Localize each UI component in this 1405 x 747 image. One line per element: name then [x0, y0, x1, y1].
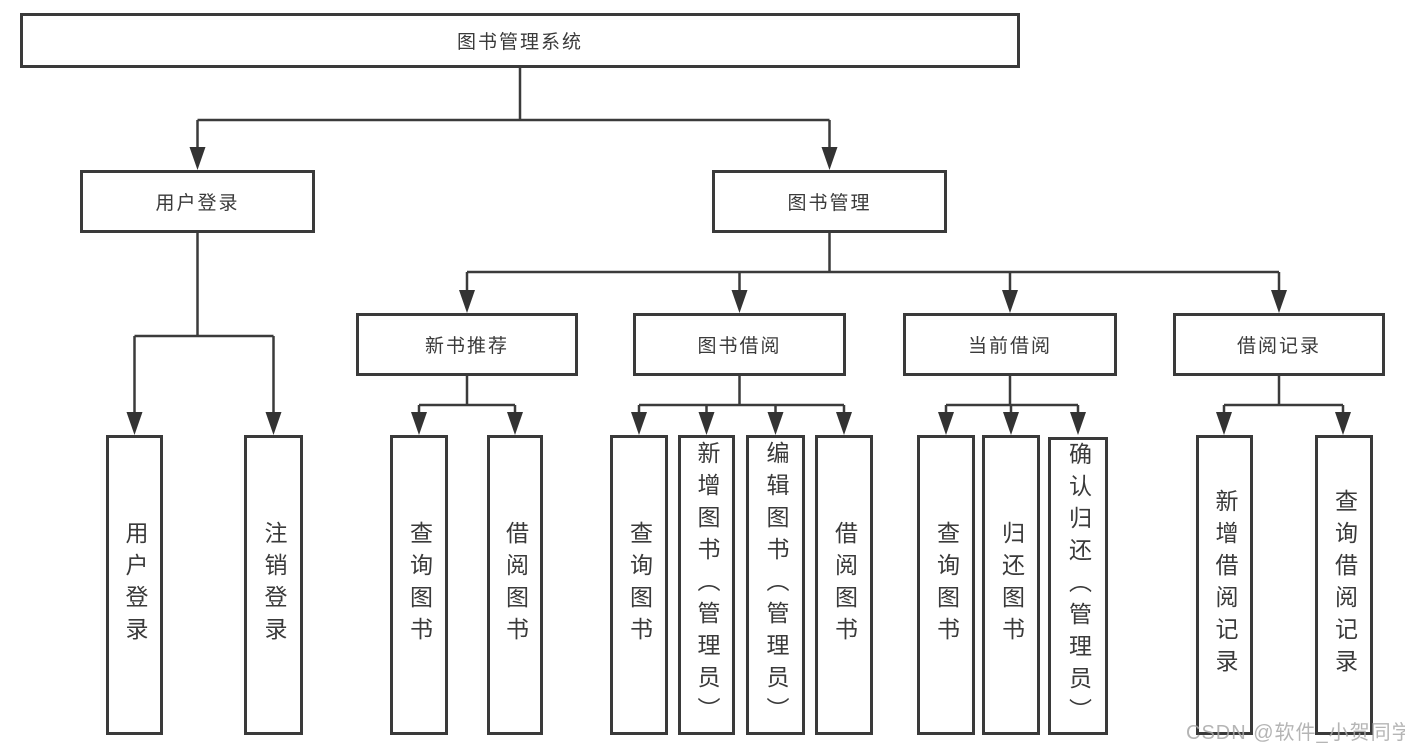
node-return-books: 归还图书: [982, 435, 1040, 735]
node-book-management: 图书管理: [712, 170, 947, 233]
node-current-borrowing: 当前借阅: [903, 313, 1117, 376]
node-book-borrowing: 图书借阅: [633, 313, 846, 376]
connector-borrow-record-children: [1222, 376, 1345, 418]
node-library-management-system: 图书管理系统: [20, 13, 1020, 68]
arrowhead: [189, 147, 206, 170]
arrowhead: [821, 147, 838, 170]
node-add-borrow-record: 新增借阅记录: [1196, 435, 1253, 735]
arrowhead: [631, 412, 647, 435]
node-confirm-return-admin: 确认归还（管理员）: [1048, 437, 1108, 735]
node-borrowing-records: 借阅记录: [1173, 313, 1385, 376]
arrowhead: [1271, 290, 1287, 313]
node-logout-login: 注销登录: [244, 435, 303, 735]
node-borrow-books-recommend: 借阅图书: [487, 435, 543, 735]
csdn-watermark: CSDN @软件_小贺同学: [1186, 722, 1405, 744]
arrowhead: [1003, 412, 1019, 435]
arrowhead: [938, 412, 954, 435]
arrowhead: [507, 412, 523, 435]
node-user-login-leaf: 用户登录: [106, 435, 163, 735]
arrowhead: [698, 412, 715, 435]
node-query-books-current: 查询图书: [917, 435, 975, 735]
connector-user-login-children: [133, 233, 275, 418]
node-add-books-admin: 新增图书（管理员）: [678, 435, 735, 735]
node-user-login: 用户登录: [80, 170, 315, 233]
arrowhead: [459, 290, 475, 313]
arrowhead: [1070, 412, 1086, 435]
arrowhead: [411, 412, 427, 435]
node-query-borrow-record: 查询借阅记录: [1315, 435, 1373, 735]
arrowhead: [265, 412, 282, 435]
arrowhead: [767, 412, 784, 435]
node-borrow-books-leaf: 借阅图书: [815, 435, 873, 735]
connector-book-mgmt-children: [465, 233, 1281, 296]
node-query-books-recommend: 查询图书: [390, 435, 448, 735]
arrowhead: [1335, 412, 1351, 435]
node-query-books-borrowing: 查询图书: [610, 435, 668, 735]
arrowhead: [836, 412, 852, 435]
connector-root-to-level2: [196, 68, 831, 152]
connector-new-book-children: [417, 376, 517, 418]
arrowhead: [1216, 412, 1232, 435]
arrowhead: [126, 412, 143, 435]
node-edit-books-admin: 编辑图书（管理员）: [746, 435, 805, 735]
arrowhead: [1002, 290, 1018, 313]
connector-current-borrow-children: [944, 376, 1080, 418]
connector-book-borrow-children: [637, 376, 846, 418]
arrowhead: [731, 290, 748, 313]
node-new-book-recommendation: 新书推荐: [356, 313, 578, 376]
